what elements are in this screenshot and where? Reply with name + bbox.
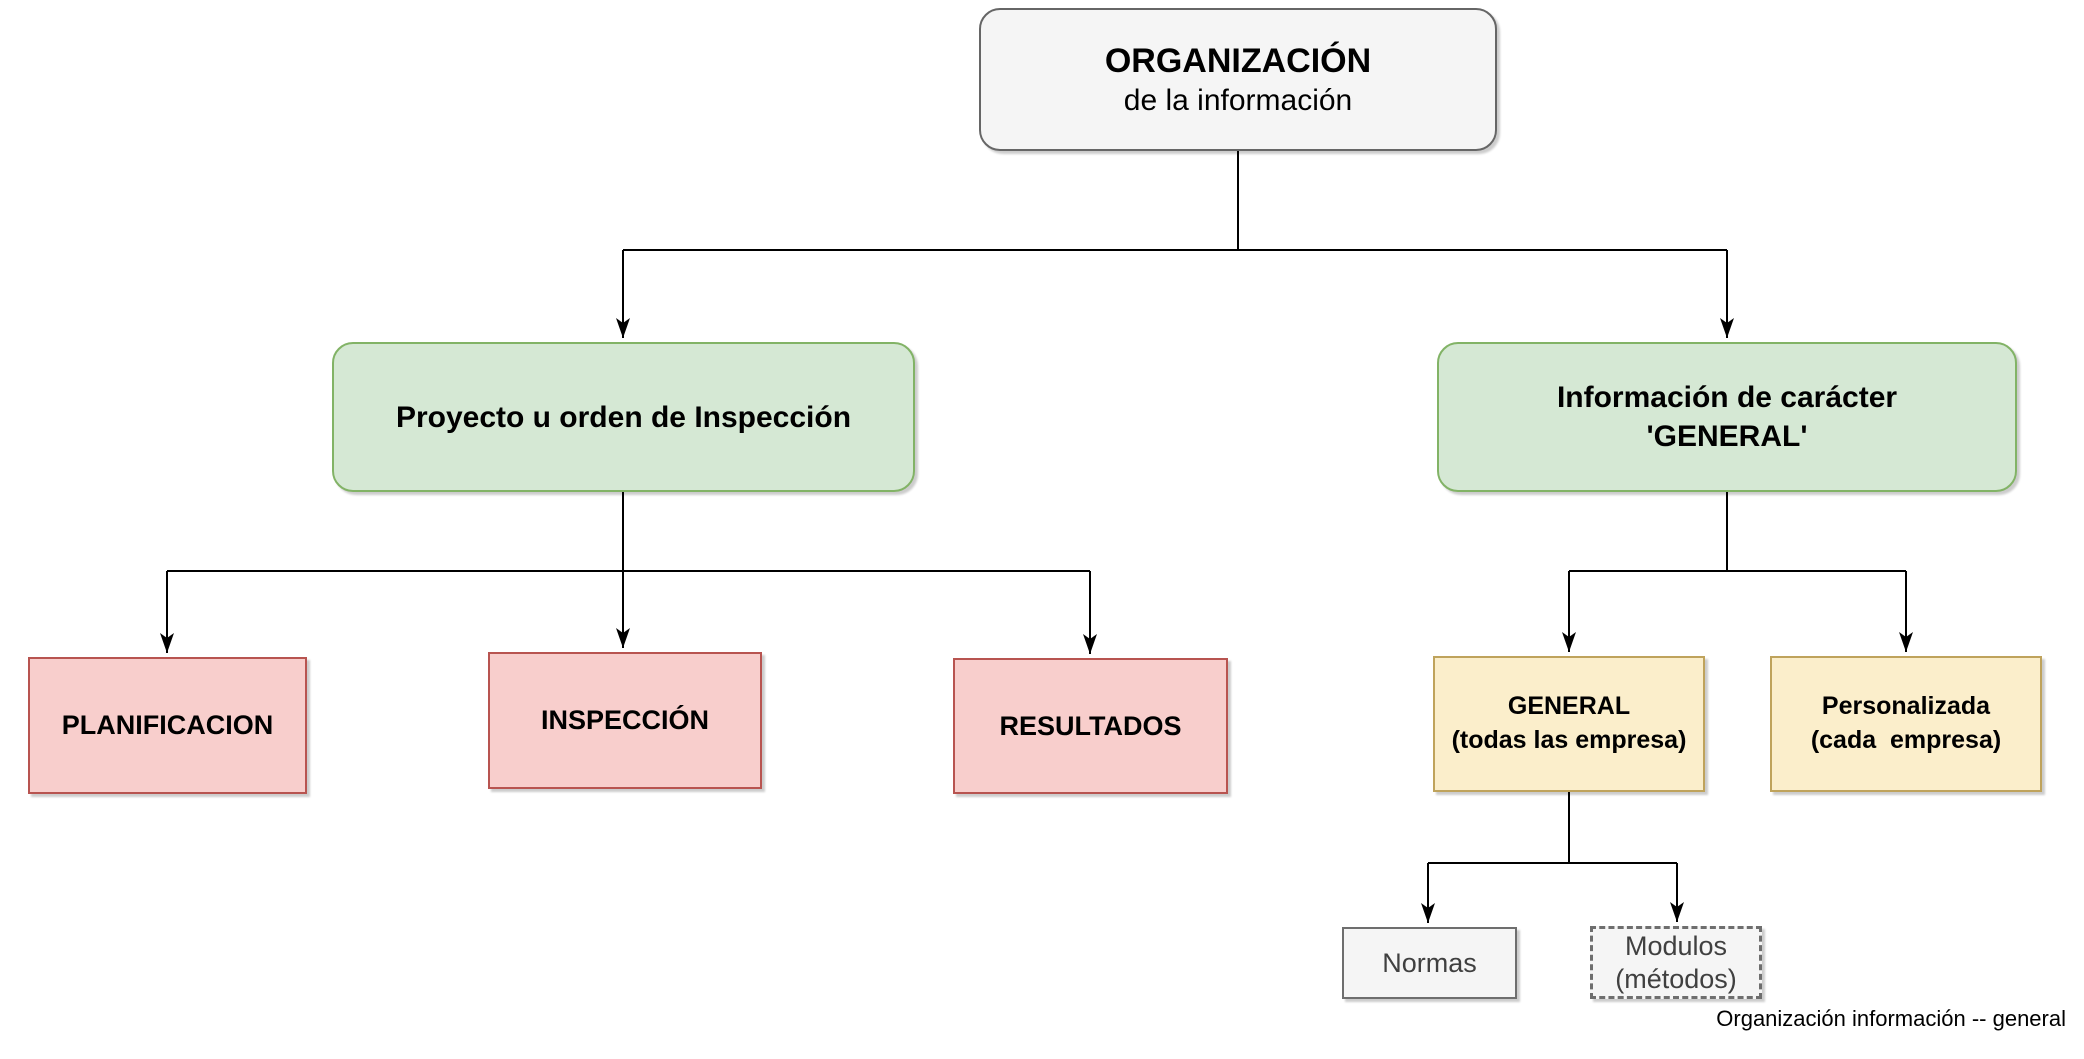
node-personalizada: Personalizada (cada empresa) — [1770, 656, 2042, 792]
node-modulos: Modulos (métodos) — [1590, 926, 1762, 999]
node-proyecto-label: Proyecto u orden de Inspección — [395, 400, 852, 434]
node-normas: Normas — [1342, 927, 1517, 999]
node-personalizada-label: Personalizada (cada empresa) — [1810, 692, 2002, 754]
node-normas-label: Normas — [1382, 947, 1477, 978]
node-general-todas: GENERAL (todas las empresa) — [1433, 656, 1705, 792]
node-resultados: RESULTADOS — [953, 658, 1228, 794]
node-inspeccion: INSPECCIÓN — [488, 652, 762, 789]
node-organizacion: ORGANIZACIÓN de la información — [979, 8, 1497, 151]
node-informacion-label: Información de carácter 'GENERAL' — [1556, 381, 1898, 453]
node-organizacion-subtitle: de la información — [1123, 84, 1353, 117]
node-organizacion-title: ORGANIZACIÓN — [1104, 41, 1372, 80]
node-planificacion-label: PLANIFICACION — [61, 710, 274, 740]
node-proyecto-orden-inspeccion: Proyecto u orden de Inspección — [332, 342, 915, 492]
node-planificacion: PLANIFICACION — [28, 657, 307, 794]
diagram-caption: Organización información -- general — [1716, 1006, 2066, 1031]
node-modulos-label: Modulos (métodos) — [1615, 931, 1737, 994]
node-resultados-label: RESULTADOS — [999, 710, 1182, 741]
node-informacion-general: Información de carácter 'GENERAL' — [1437, 342, 2017, 492]
node-general-label: GENERAL (todas las empresa) — [1451, 692, 1687, 754]
node-inspeccion-label: INSPECCIÓN — [540, 705, 710, 735]
